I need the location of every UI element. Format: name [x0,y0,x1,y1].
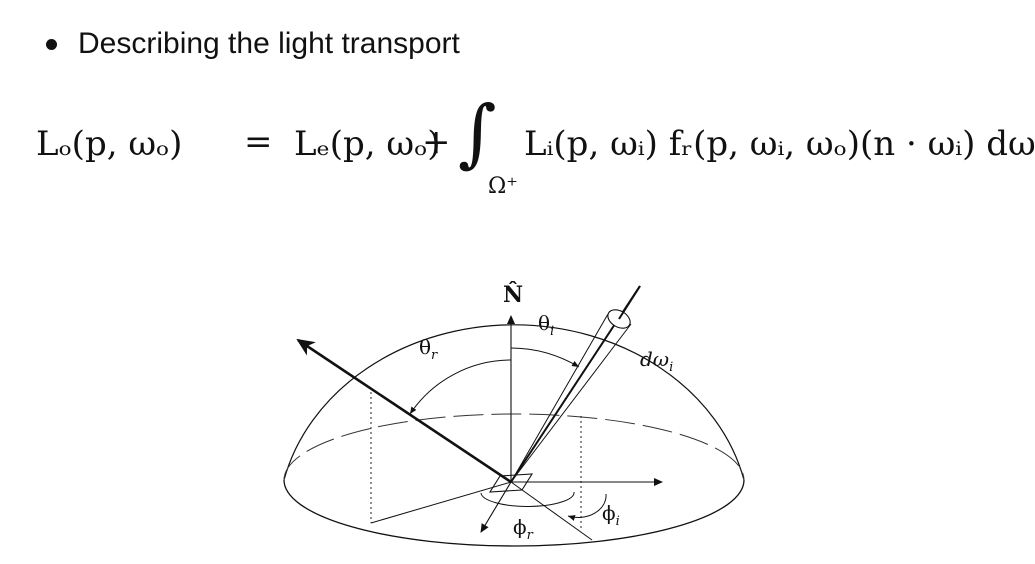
d-omega-label: dωi [640,347,673,375]
rendering-equation: Lₒ(p, ωₒ) = Lₑ(p, ωₒ) + ∫ Ω⁺ Lᵢ(p, ωᵢ) f… [36,96,1035,200]
cone-edge-left [510,313,609,483]
equation-plus: + [422,122,451,162]
theta-r-label: θr [419,335,438,363]
equation-lhs: Lₒ(p, ωₒ) [36,124,183,164]
hemisphere-dome [283,324,745,481]
normal-label: N̂ [503,282,523,308]
tangent-axis-y [480,481,512,533]
phi-r-label: ϕr [513,515,534,543]
theta-r-arc [409,359,512,415]
base-ellipse-back [283,413,745,481]
phi-i-arc [567,493,607,521]
bullet-text: Describing the light transport [78,27,460,60]
theta-i-label: θi [538,311,554,339]
integral-sign: ∫ [458,90,497,176]
integral-domain: Ω⁺ [488,174,518,199]
phi-r-arc [480,491,575,507]
base-projection-incident [510,481,593,541]
reflected-ray [296,338,512,484]
equation-integrand: Lᵢ(p, ωᵢ) fᵣ(p, ωᵢ, ωₒ)(n · ωᵢ) dωᵢ [524,124,1035,164]
equation-emitted-term: Lₑ(p, ωₒ) [294,124,441,164]
phi-i-label: ϕi [602,501,620,529]
equation-equals: = [244,122,273,162]
bullet-item: Describing the light transport [40,22,460,66]
surface-patch [488,473,534,493]
base-projection-reflected [370,481,512,524]
theta-i-arc [510,347,580,368]
cone-edge-right [510,323,632,483]
bullet-dot [46,38,57,50]
base-ellipse-front [283,479,745,547]
hemisphere-diagram: N̂ θi θr dωi ϕi ϕr [283,282,745,547]
incident-ray-top [618,285,641,320]
